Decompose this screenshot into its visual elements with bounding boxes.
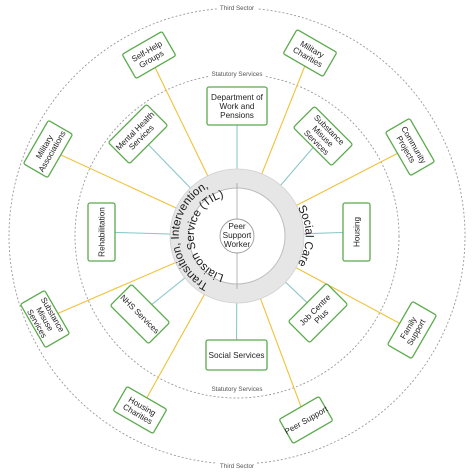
node-dwp-label-1: Work and [220,102,255,111]
connector-outer-5 [139,279,214,411]
node-housing-text-group: Housing [353,217,362,247]
node-community-projects-box [385,118,435,176]
node-military-associations-box [23,120,73,178]
node-nhs: NHS Services [110,284,170,344]
node-peer-support: Peer Support [279,396,333,444]
ring-label-third-sector-bottom-bg [217,461,257,470]
connector-outer-4 [254,282,307,421]
center-label-line-0: Peer [228,222,246,231]
node-job-centre-box [288,283,348,343]
ring-label-statutory-top: Statutory Services [211,71,262,78]
node-mental-health-box [108,104,168,164]
node-dwp-box [206,86,268,126]
node-rehab: Rehabilitation [87,202,116,262]
node-substance-inner-box [293,106,353,166]
ring-label-statutory-bottom: Statutory Services [211,386,262,393]
connector-outer-3 [280,259,413,331]
node-peer-support-box [279,396,333,444]
statutory-ring [74,73,400,399]
node-rehab-box [87,202,116,262]
connector-outer-6 [44,255,192,320]
node-social-services-box [205,339,268,371]
center-label-line-1: Support [223,231,252,240]
center-label-line-2: Worker [224,240,251,249]
connector-outer-1 [255,52,311,190]
node-social-services: Social Services [205,339,268,371]
ring-label-third-sector-bottom: Third Sector [220,463,254,470]
node-housing-charities-box [113,386,167,434]
node-nhs-box [110,284,170,344]
ring-label-third-sector-top-bg [217,3,257,12]
connector-outer-7 [47,148,192,216]
node-dwp-label-2: Pensions [220,111,254,120]
ring-label-statutory-bottom-bg [210,384,264,393]
node-substance-outer-box [20,290,70,348]
connector-outer-0 [148,54,216,192]
ring-label-statutory-top-bg [210,69,264,78]
node-military-charities-box [283,29,337,77]
node-rehab-text-group: Rehabilitation [98,207,107,257]
connector-outer-2 [281,146,411,214]
node-self-help-box [122,31,176,79]
node-social-services-text-group: Social Services [209,351,265,360]
node-housing: Housing [342,202,371,262]
node-housing-box [342,202,371,262]
node-dwp-label-0: Department of [211,93,264,102]
ring-label-third-sector-top: Third Sector [220,5,254,12]
node-family-support-box [387,301,437,359]
node-social-services-label-0: Social Services [209,351,265,360]
node-housing-label-0: Housing [353,217,362,247]
node-rehab-label-0: Rehabilitation [98,207,107,257]
